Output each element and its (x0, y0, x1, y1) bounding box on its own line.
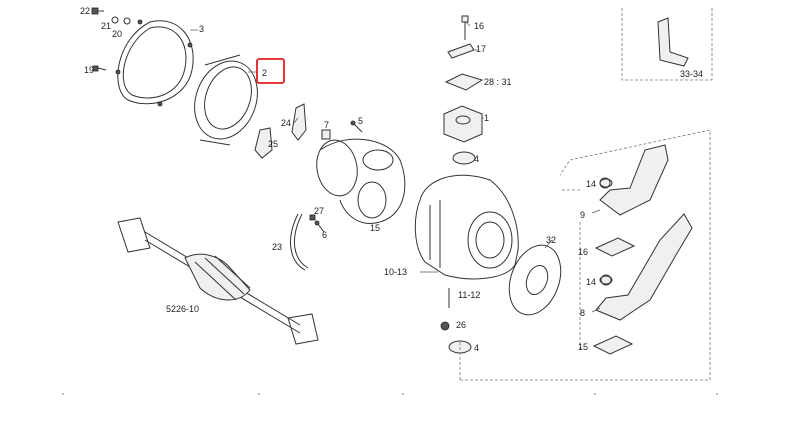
part-label: 14 (586, 179, 596, 189)
part-label: 10-13 (384, 267, 407, 277)
drive-shaft-part (117, 217, 319, 345)
part-label: 3 (199, 24, 204, 34)
part-label: 16 (578, 247, 588, 257)
pad-block-part (443, 105, 483, 143)
part-label: 33-34 (680, 69, 703, 79)
bracket-parts (254, 103, 307, 159)
small-fastener-parts (309, 214, 325, 233)
part-label: 19 (84, 65, 94, 75)
seal-ring-part (194, 54, 258, 146)
leader-lines (92, 10, 601, 313)
part-label: 22 (80, 6, 90, 16)
part-label: 15 (578, 342, 588, 352)
part-label: 7 (324, 120, 329, 130)
cover-plate-part (508, 244, 562, 316)
part-label: 21 (101, 21, 111, 31)
steering-arm-lower-part (595, 213, 693, 321)
part-label: 32 (546, 235, 556, 245)
part-label: 20 (112, 29, 122, 39)
part-label: 5226-10 (166, 304, 199, 314)
group-frame (621, 8, 713, 81)
part-label: 9 (580, 210, 585, 220)
seal-part (452, 151, 476, 165)
part-label: 25 (268, 139, 278, 149)
part-label: 4 (474, 154, 479, 164)
part-label: 17 (476, 44, 486, 54)
nut-bolt-parts (321, 120, 363, 140)
part-label: 26 (456, 320, 466, 330)
cable-part (290, 213, 306, 271)
plate-lower-part (592, 335, 634, 355)
bolt-washer-parts (91, 7, 131, 72)
plate-part (594, 237, 636, 257)
part-label: 16 (474, 21, 484, 31)
part-label: 27 (314, 206, 324, 216)
shim-part (444, 73, 484, 91)
axle-housing-part (414, 174, 519, 280)
part-label: 1 (484, 113, 489, 123)
part-label: 28 : 31 (484, 77, 512, 87)
part-label: 15 (370, 223, 380, 233)
part-label: 2 (262, 68, 267, 78)
part-label: 5 (358, 116, 363, 126)
knuckle-housing-part (316, 138, 406, 224)
part-label: 11-12 (458, 290, 480, 300)
part-label: 8 (580, 308, 585, 318)
part-label: 23 (272, 242, 282, 252)
part-label: 4 (474, 343, 479, 353)
pin-clip-parts (447, 15, 475, 59)
highlight-box (256, 58, 285, 84)
gasket-ring-part (115, 19, 194, 107)
part-label: 6 (322, 230, 327, 240)
bracket-inset-part (657, 17, 689, 67)
nut-part (440, 321, 450, 331)
part-label: 24 (281, 118, 291, 128)
part-label: 14 (586, 277, 596, 287)
